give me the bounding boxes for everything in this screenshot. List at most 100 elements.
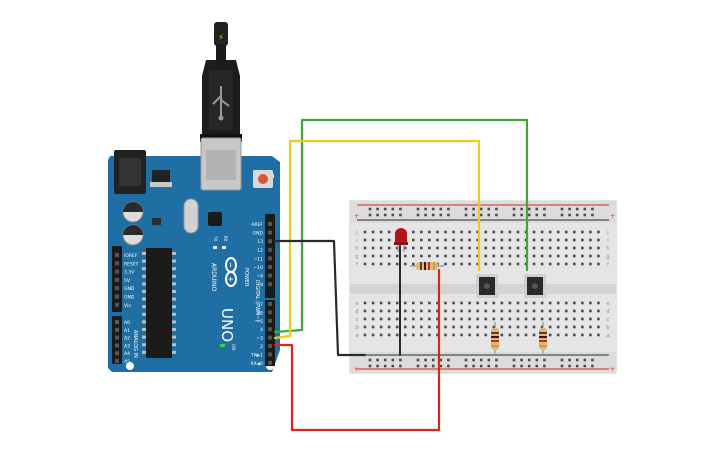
breadboard-hole[interactable] (412, 238, 415, 242)
breadboard-hole[interactable] (363, 230, 367, 234)
breadboard-hole[interactable] (589, 301, 592, 305)
breadboard-hole[interactable] (472, 358, 475, 362)
header-pin[interactable] (268, 239, 272, 244)
breadboard-hole[interactable] (527, 364, 531, 368)
breadboard-hole[interactable] (428, 246, 431, 250)
breadboard-hole[interactable] (573, 309, 576, 313)
breadboard-hole[interactable] (548, 230, 552, 234)
breadboard-hole[interactable] (436, 238, 439, 242)
breadboard-hole[interactable] (363, 317, 367, 321)
breadboard-hole[interactable] (472, 364, 475, 368)
breadboard-hole[interactable] (363, 238, 367, 242)
breadboard-hole[interactable] (492, 230, 496, 234)
breadboard-hole[interactable] (508, 301, 512, 305)
breadboard-hole[interactable] (428, 301, 431, 305)
breadboard-hole[interactable] (371, 317, 375, 321)
breadboard-hole[interactable] (379, 333, 383, 337)
breadboard-hole[interactable] (460, 262, 463, 266)
breadboard-hole[interactable] (403, 309, 407, 313)
header-pin[interactable] (268, 247, 272, 252)
breadboard-hole[interactable] (581, 262, 584, 266)
breadboard-hole[interactable] (589, 262, 592, 266)
breadboard-hole[interactable] (581, 309, 584, 313)
breadboard-hole[interactable] (468, 325, 471, 329)
breadboard-hole[interactable] (573, 325, 576, 329)
breadboard-hole[interactable] (387, 238, 391, 242)
breadboard-hole[interactable] (484, 325, 488, 329)
breadboard-hole[interactable] (460, 238, 463, 242)
breadboard-hole[interactable] (492, 301, 496, 305)
breadboard-hole[interactable] (431, 358, 435, 362)
breadboard-hole[interactable] (460, 309, 463, 313)
breadboard-hole[interactable] (516, 309, 520, 313)
header-pin[interactable] (115, 351, 119, 356)
breadboard-hole[interactable] (484, 254, 488, 258)
breadboard-hole[interactable] (484, 301, 488, 305)
breadboard-hole[interactable] (597, 333, 600, 337)
breadboard-hole[interactable] (532, 262, 536, 266)
breadboard-hole[interactable] (487, 207, 491, 211)
breadboard-hole[interactable] (492, 317, 496, 321)
resistor-led[interactable] (410, 262, 444, 270)
breadboard-hole[interactable] (591, 364, 594, 368)
breadboard-hole[interactable] (581, 301, 584, 305)
header-pin[interactable] (115, 359, 119, 363)
breadboard-hole[interactable] (436, 317, 439, 321)
breadboard-hole[interactable] (403, 333, 407, 337)
breadboard-hole[interactable] (573, 262, 576, 266)
digital-header-lower[interactable] (265, 300, 275, 366)
breadboard-hole[interactable] (500, 230, 504, 234)
breadboard-hole[interactable] (524, 317, 528, 321)
breadboard-hole[interactable] (583, 358, 587, 362)
header-pin[interactable] (268, 282, 272, 287)
breadboard-hole[interactable] (543, 364, 546, 368)
resistor-button-2[interactable] (539, 322, 547, 356)
breadboard-hole[interactable] (476, 254, 479, 258)
breadboard-hole[interactable] (575, 364, 579, 368)
breadboard-hole[interactable] (487, 213, 491, 217)
breadboard-hole[interactable] (573, 254, 576, 258)
header-pin[interactable] (115, 343, 119, 348)
breadboard-hole[interactable] (379, 325, 383, 329)
breadboard-hole[interactable] (581, 325, 584, 329)
breadboard-hole[interactable] (436, 254, 439, 258)
breadboard-hole[interactable] (416, 358, 420, 362)
breadboard-hole[interactable] (468, 238, 471, 242)
breadboard-hole[interactable] (444, 262, 447, 266)
breadboard-hole[interactable] (428, 333, 431, 337)
breadboard-hole[interactable] (363, 262, 367, 266)
breadboard-hole[interactable] (581, 333, 584, 337)
header-pin[interactable] (115, 327, 119, 332)
breadboard-hole[interactable] (387, 325, 391, 329)
breadboard-hole[interactable] (376, 364, 379, 368)
breadboard-hole[interactable] (500, 333, 504, 337)
breadboard-hole[interactable] (492, 309, 496, 313)
breadboard-hole[interactable] (495, 213, 498, 217)
breadboard-hole[interactable] (476, 333, 479, 337)
breadboard-hole[interactable] (556, 262, 560, 266)
breadboard-hole[interactable] (516, 325, 520, 329)
breadboard-hole[interactable] (500, 238, 504, 242)
power-header[interactable] (112, 246, 122, 312)
breadboard-hole[interactable] (556, 333, 560, 337)
breadboard-hole[interactable] (368, 207, 372, 211)
pushbutton-2[interactable] (524, 274, 546, 298)
breadboard-hole[interactable] (368, 213, 372, 217)
breadboard-hole[interactable] (548, 309, 552, 313)
breadboard-hole[interactable] (431, 364, 435, 368)
breadboard-hole[interactable] (476, 262, 479, 266)
breadboard-hole[interactable] (484, 246, 488, 250)
breadboard-hole[interactable] (383, 213, 387, 217)
breadboard-hole[interactable] (532, 325, 536, 329)
breadboard-hole[interactable] (444, 254, 447, 258)
breadboard-hole[interactable] (548, 301, 552, 305)
breadboard-hole[interactable] (403, 317, 407, 321)
breadboard-hole[interactable] (520, 207, 523, 211)
breadboard-hole[interactable] (447, 358, 450, 362)
breadboard-hole[interactable] (444, 333, 447, 337)
breadboard-hole[interactable] (428, 325, 431, 329)
breadboard-hole[interactable] (573, 301, 576, 305)
breadboard-hole[interactable] (416, 213, 420, 217)
breadboard-hole[interactable] (387, 262, 391, 266)
